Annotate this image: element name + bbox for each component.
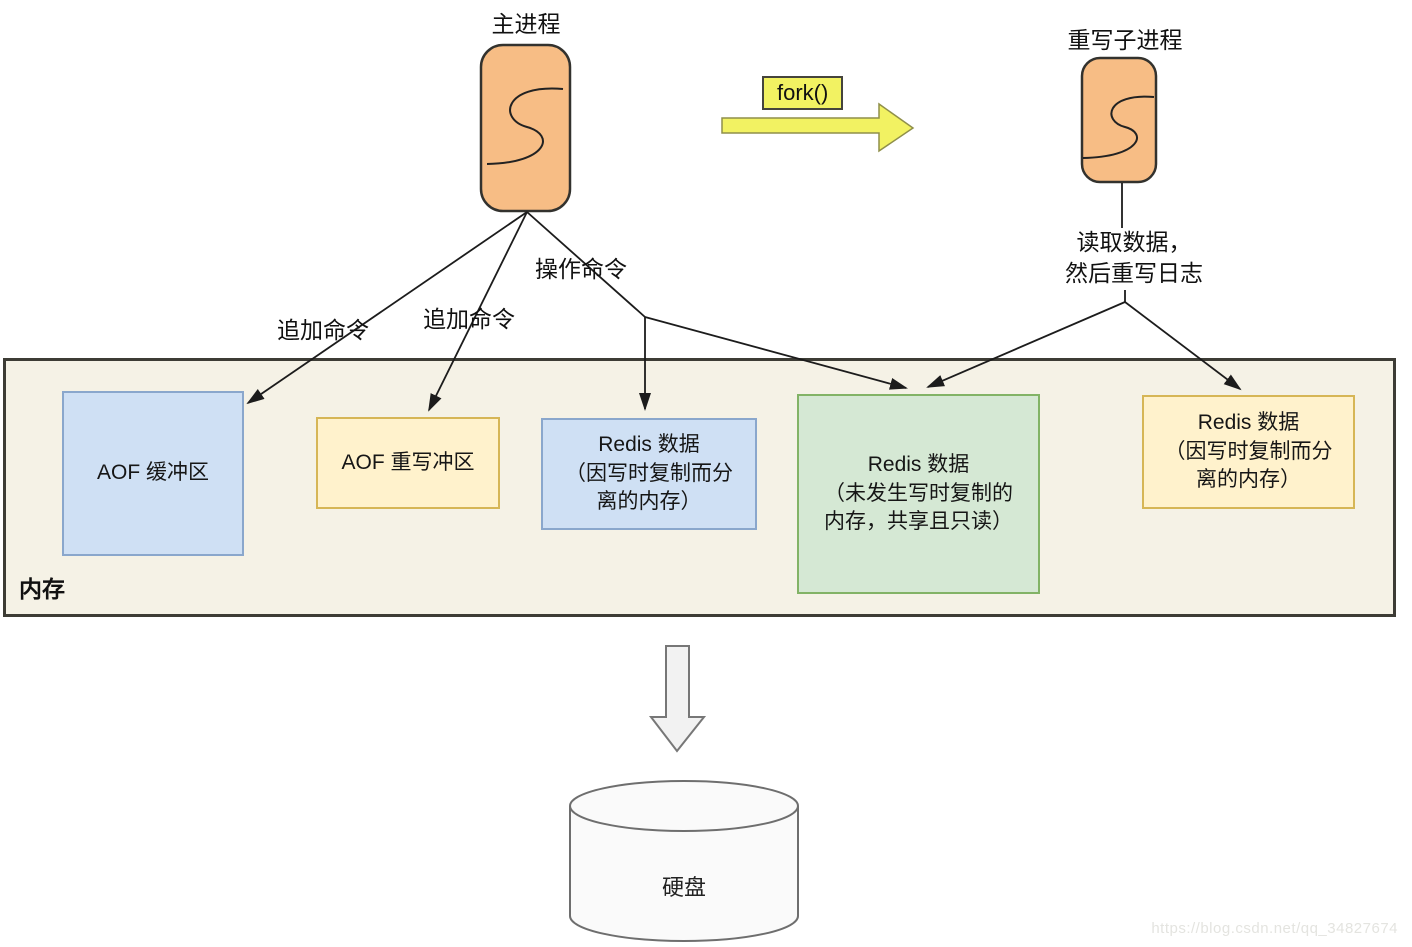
disk-cylinder-icon xyxy=(569,780,799,942)
redis-data-cow-separated-child-box: Redis 数据 （因写时复制而分 离的内存） xyxy=(1142,395,1355,509)
main-process-label: 主进程 xyxy=(491,11,561,37)
memory-to-disk-arrow-icon xyxy=(648,645,707,753)
redis-data-shared-readonly-box: Redis 数据 （未发生写时复制的 内存，共享且只读） xyxy=(797,394,1040,594)
redis-data-cow-separated-main-box: Redis 数据 （因写时复制而分 离的内存） xyxy=(541,418,757,530)
main-process-icon xyxy=(479,43,572,213)
edge-append-command-1-label: 追加命令 xyxy=(277,317,369,343)
rewrite-child-process-label: 重写子进程 xyxy=(1067,27,1183,53)
watermark-text: https://blog.csdn.net/qq_34827674 xyxy=(1151,920,1398,937)
edge-read-then-rewrite-label: 读取数据， 然后重写日志 xyxy=(1065,229,1203,287)
edge-operate-command-label: 操作命令 xyxy=(535,256,627,282)
aof-rewrite-buffer-box: AOF 重写冲区 xyxy=(316,417,500,509)
rewrite-child-process-icon xyxy=(1080,56,1158,184)
memory-label: 内存 xyxy=(19,576,65,602)
disk-label: 硬盘 xyxy=(661,875,706,900)
edge-append-command-2-label: 追加命令 xyxy=(423,306,515,332)
aof-buffer-box: AOF 缓冲区 xyxy=(62,391,244,556)
fork-label-box: fork() xyxy=(762,76,844,110)
fork-arrow-icon xyxy=(721,102,915,153)
memory-container: AOF 缓冲区 AOF 重写冲区 Redis 数据 （因写时复制而分 离的内存）… xyxy=(3,358,1396,617)
